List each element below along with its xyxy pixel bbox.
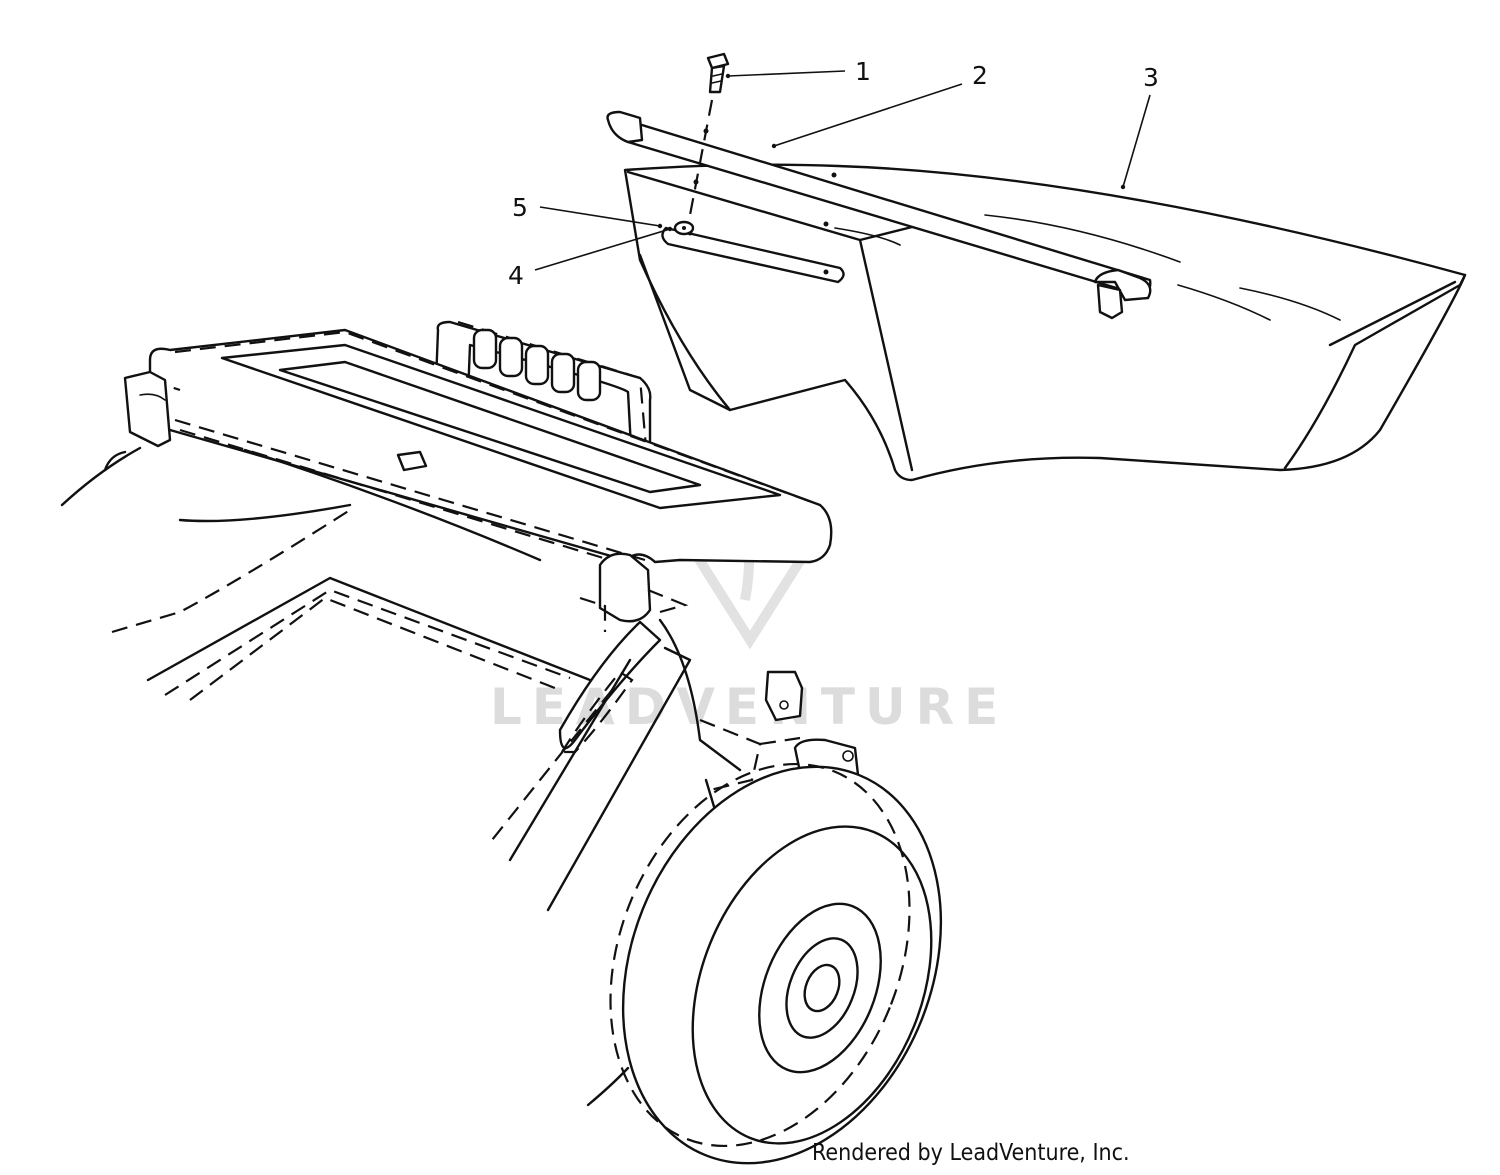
wheel: [586, 762, 943, 1165]
callout-4: 4: [508, 261, 524, 290]
leader-4: [534, 228, 671, 271]
callouts: 1 2 3 5 4: [508, 57, 1159, 290]
callout-2: 2: [972, 61, 988, 90]
leader-2: [773, 83, 963, 147]
nut: [673, 220, 695, 236]
leader-1: [727, 70, 846, 77]
grass-bag: [623, 163, 1467, 482]
render-credit: Rendered by LeadVenture, Inc.: [812, 1140, 1130, 1166]
callout-3: 3: [1143, 63, 1159, 92]
bag-frame-rail: [606, 110, 1152, 320]
handle-grip-ribs: [472, 328, 602, 402]
callout-5: 5: [512, 193, 528, 222]
callout-1: 1: [855, 57, 871, 86]
bolt: [688, 52, 730, 216]
watermark-text: LEADVENTURE: [490, 678, 1008, 736]
bag-strap: [661, 179, 845, 284]
handle-assembly: [123, 320, 833, 632]
leader-5: [539, 206, 661, 227]
leader-3: [1122, 94, 1151, 188]
